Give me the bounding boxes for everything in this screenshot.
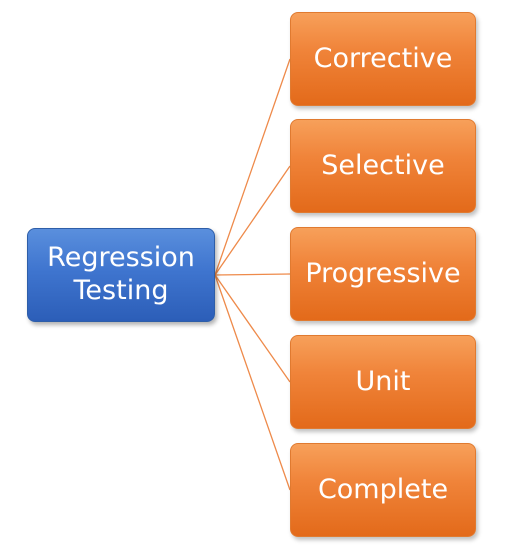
child-node-unit: Unit — [290, 335, 476, 429]
root-node-regression-testing: Regression Testing — [27, 228, 215, 322]
child-node-label: Progressive — [305, 257, 461, 289]
child-node-label: Corrective — [313, 42, 453, 74]
child-node-label: Complete — [317, 473, 449, 505]
connector-line-unit — [214, 274, 291, 383]
child-node-label: Unit — [355, 365, 411, 397]
child-node-complete: Complete — [290, 443, 476, 537]
connector-line-corrective — [214, 58, 291, 276]
child-node-label: Selective — [321, 149, 445, 181]
connector-line-progressive — [214, 273, 291, 276]
root-node-label: Regression Testing — [47, 242, 195, 308]
child-node-corrective: Corrective — [290, 12, 476, 106]
root-label-line-1: Regression — [47, 242, 195, 274]
connector-line-selective — [214, 165, 291, 276]
child-node-progressive: Progressive — [290, 227, 476, 321]
connector-line-complete — [214, 274, 291, 491]
root-label-line-2: Testing — [73, 275, 169, 306]
child-node-selective: Selective — [290, 119, 476, 213]
